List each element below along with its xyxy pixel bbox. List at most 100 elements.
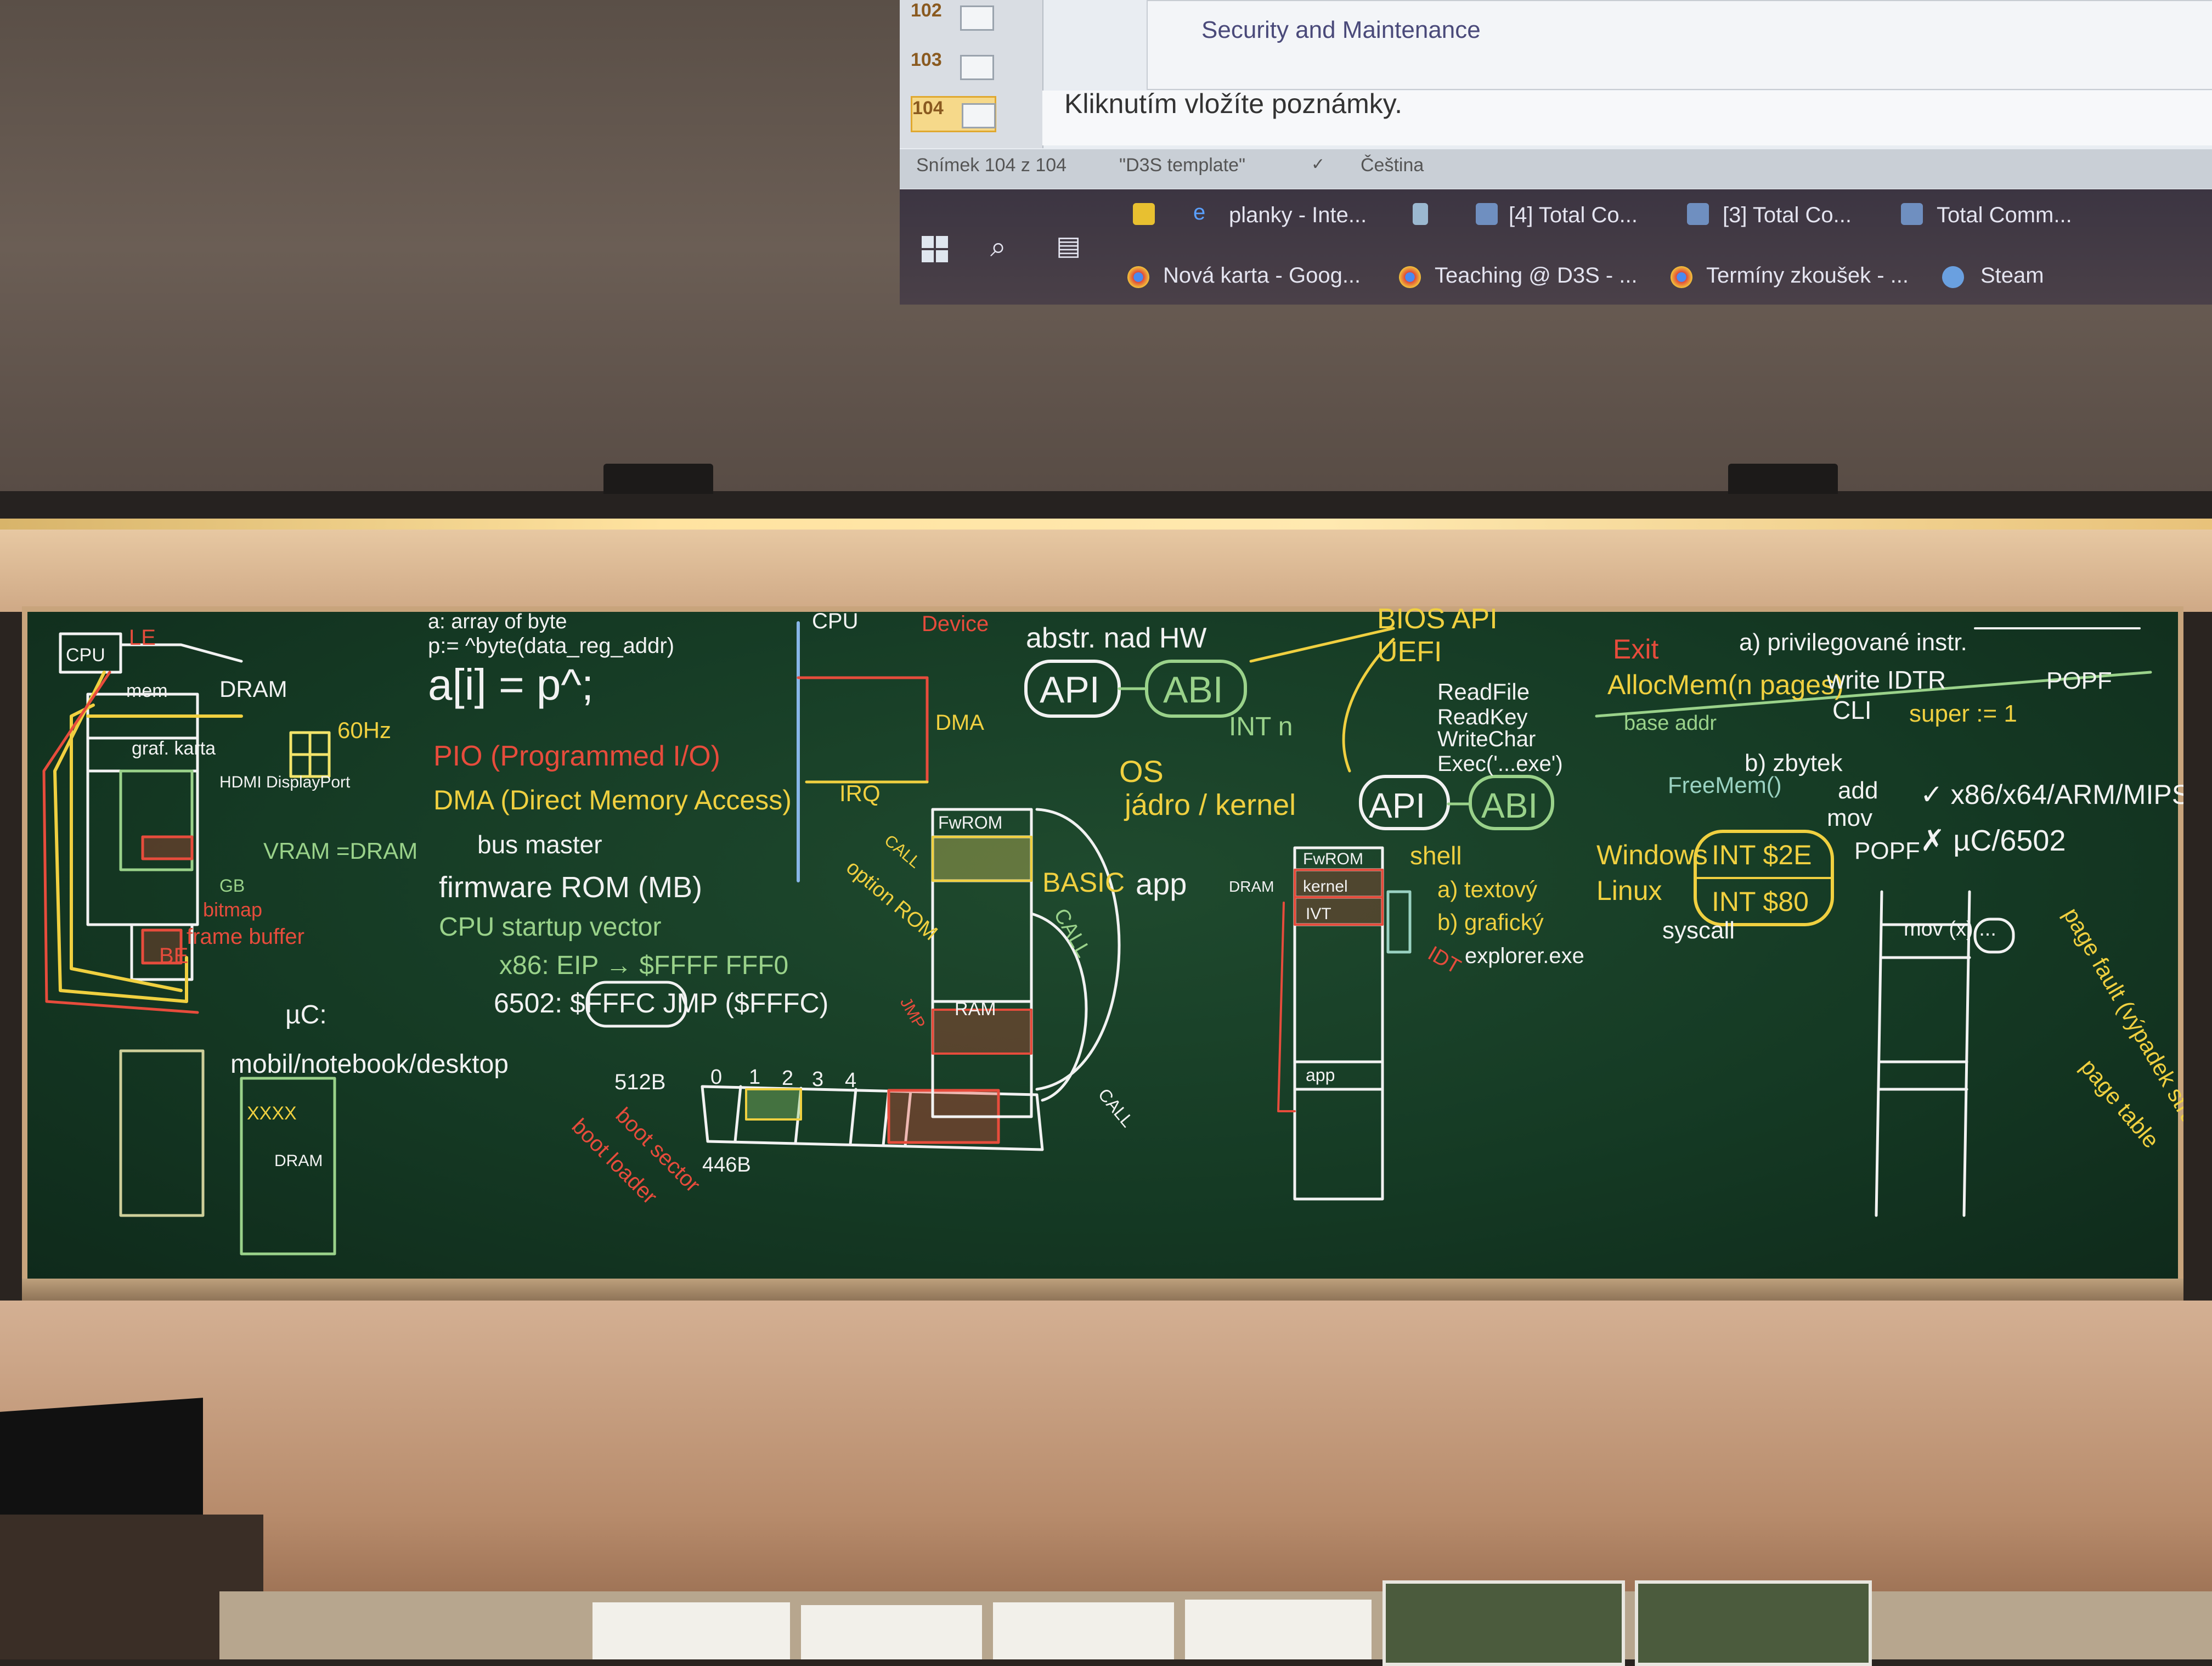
total-commander-icon[interactable] [1476,203,1498,225]
ie-icon[interactable]: e [1193,200,1206,224]
chalk-text: LE [129,626,156,650]
chrome-icon[interactable] [1399,266,1421,288]
chalk-text: CPU [812,609,858,633]
chalk-ledge [22,1279,2183,1301]
chalk-text: Exit [1613,634,1658,665]
chalk-text: 3 [812,1068,823,1091]
chalk-text: a[i] = p^; [428,660,594,709]
chalk-text: GB [219,876,245,896]
chalk-text: a) textový [1437,876,1537,902]
file-icon[interactable] [1413,203,1428,225]
total-commander-icon[interactable] [1687,203,1709,225]
chalk-text: 6502: $FFFC JMP ($FFFC) [494,988,828,1018]
chalk-text: abstr. nad HW [1026,622,1206,654]
chalk-text: 1 [749,1066,760,1089]
taskbar-item[interactable]: Termíny zkoušek - ... [1706,263,1909,288]
chalk-text: AllocMem(n pages) [1607,669,1844,700]
board-rail [0,491,2212,519]
chalk-text: bus master [477,830,602,859]
chalk-text: 512B [614,1070,665,1094]
chalk-text: INT $2E [1712,840,1812,870]
chalk-text: bitmap [203,898,262,921]
chalk-text: BE [159,944,188,968]
chalk-text: option ROM [842,856,941,945]
chalk-text: Device [922,612,989,636]
chalk-text: ✓ x86/x64/ARM/MIPS [1920,779,2183,810]
paper-sheet [1185,1600,1372,1659]
windows-taskbar [900,189,2212,305]
chalk-text: shell [1410,841,1462,870]
taskbar-item[interactable]: [3] Total Co... [1723,203,1852,227]
chalk-text: mobil/notebook/desktop [230,1050,509,1079]
chalk-text: Linux [1596,875,1662,906]
chalk-text: kernel [1303,877,1348,896]
chalk-text: FwROM [1303,850,1363,868]
chalk-text: DRAM [274,1152,323,1170]
slide-canvas[interactable] [1147,0,2212,90]
chalk-text: IRQ [839,780,881,806]
taskbar-item[interactable]: Steam [1980,263,2044,288]
chalk-text: page fault (výpadek stránky) [2058,903,2183,1167]
search-icon[interactable]: ⌕ [990,231,1007,263]
chalk-text: x86: EIP → $FFFF FFF0 [499,951,788,980]
chalk-text: app [1136,866,1187,901]
cpu-box [59,632,122,674]
chrome-icon[interactable] [1671,266,1692,288]
chalk-text: BIOS API [1377,606,1498,635]
taskbar-item[interactable]: Teaching @ D3S - ... [1435,263,1638,288]
chalk-text: 0 [710,1066,722,1089]
chalk-text: syscall [1662,917,1735,944]
rail-holder [603,464,713,494]
chalk-text: FwROM [938,813,1002,832]
slide-thumbnail[interactable]: 102 [911,0,994,33]
notes-pane[interactable] [1042,91,2212,145]
chalk-text: firmware ROM (MB) [439,871,702,904]
chalk-text: mov (x) ... [1904,918,1996,941]
chalk-text: 2 [782,1067,793,1090]
chalk-text: µC: [285,1000,327,1029]
language-label[interactable]: Čeština [1361,155,1424,176]
chalk-text: DMA [935,711,984,735]
chalk-text: b) zbytek [1745,750,1843,776]
paper-sheet [993,1602,1174,1659]
chalk-text: CPU startup vector [439,913,661,942]
chalk-text: BASIC [1042,867,1125,898]
chalk-text: UEFI [1377,636,1442,668]
slide-thumbnail[interactable]: 103 [911,49,994,82]
taskbar-item[interactable]: Nová karta - Goog... [1163,263,1361,288]
windows-start-icon[interactable] [922,236,949,263]
notes-placeholder: Kliknutím vložíte poznámky. [1064,88,1402,119]
taskbar-item[interactable]: Total Comm... [1937,203,2072,227]
template-name: "D3S template" [1119,155,1246,176]
chalk-text: p:= ^byte(data_reg_addr) [428,634,674,658]
taskbar-item[interactable]: [4] Total Co... [1509,203,1638,227]
taskbar-item[interactable]: planky - Inte... [1229,203,1367,227]
chalk-text: INT n [1229,712,1293,741]
board-photo-printout [1635,1580,1872,1666]
chalk-text: explorer.exe [1465,944,1584,968]
chrome-icon[interactable] [1127,266,1149,288]
slide-title: Security and Maintenance [1201,16,1481,43]
spellcheck-icon[interactable]: ✓ [1311,155,1325,173]
chalk-text: add [1838,777,1878,804]
chalk-text: a) privilegované instr. [1739,629,1967,656]
chalk-text: CALL [1049,905,1095,961]
chalk-text: app [1306,1065,1335,1085]
chalk-text: JMP [896,994,929,1032]
chalk-text: mem [126,680,168,701]
slide-thumbnail-selected[interactable]: 104 [911,96,996,132]
rail-holder [1728,464,1838,494]
task-view-icon[interactable]: ▤ [1056,232,1081,261]
chalk-text: DRAM [1229,878,1274,895]
steam-icon[interactable] [1942,266,1964,288]
chalk-text: CALL [1094,1084,1138,1130]
chalk-text: ABI [1481,786,1538,825]
chalk-text: write IDTR [1826,666,1946,694]
total-commander-icon[interactable] [1901,203,1923,225]
slide-counter: Snímek 104 z 104 [916,155,1067,176]
chalk-text: DRAM [219,676,287,702]
slide-thumbnail-panel[interactable]: 102 103 104 [900,0,1043,148]
chalk-text: jádro / kernel [1124,789,1296,821]
sticky-notes-icon[interactable] [1133,203,1155,225]
chalk-text: API [1040,669,1100,711]
